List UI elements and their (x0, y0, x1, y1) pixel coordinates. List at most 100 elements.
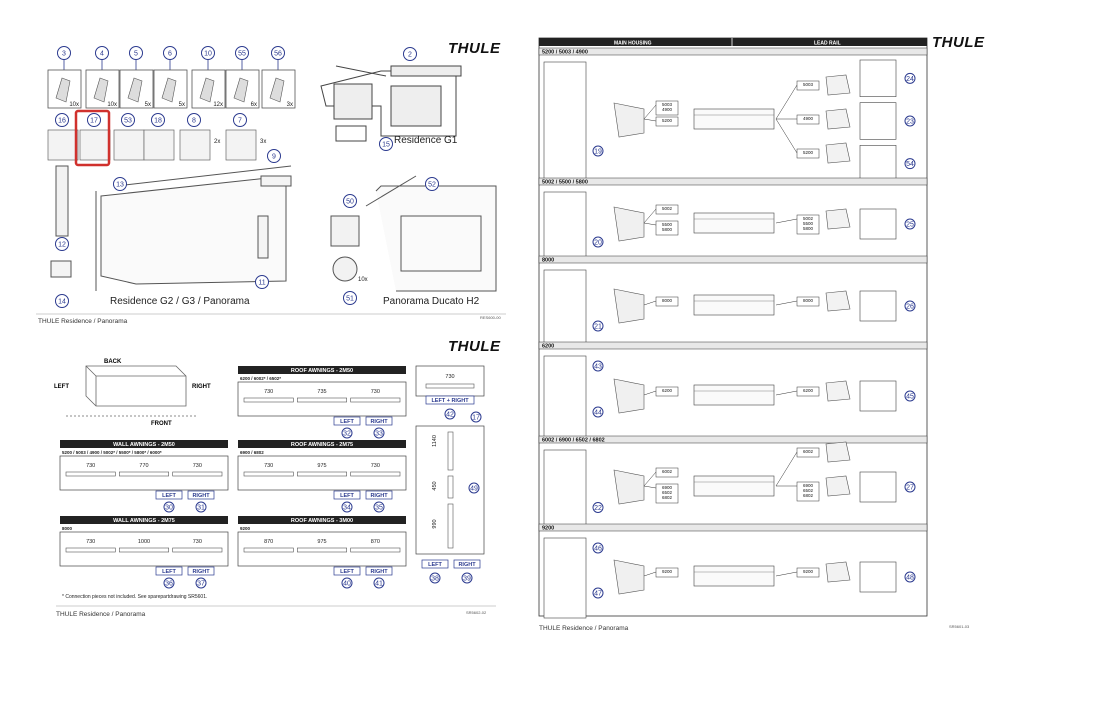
svg-text:53: 53 (124, 118, 132, 125)
left-parts-box (543, 355, 587, 439)
callout-44: 44 (592, 406, 604, 418)
part-image-17 (79, 129, 111, 161)
main-label: 6802 (662, 495, 673, 500)
callout-40: 40 (341, 577, 353, 589)
vertical-dim: 990 (432, 519, 438, 528)
callout-20: 20 (592, 236, 604, 248)
residence-g2-label: Residence G2 / G3 / Panorama (110, 296, 250, 307)
part-qty-10: 12x (213, 102, 223, 108)
awning-segment (243, 397, 294, 403)
residence-g1-drawing (320, 65, 462, 142)
svg-text:35: 35 (375, 505, 383, 512)
left-label: LEFT (162, 493, 176, 499)
part-glyph (55, 77, 71, 103)
part-image-16 (47, 129, 79, 161)
callout-54: 54 (904, 158, 916, 170)
front-label: FRONT (151, 421, 172, 427)
callout-21: 21 (592, 320, 604, 332)
callout-2: 2 (403, 47, 417, 61)
awning-title: WALL AWNINGS - 2M75 (113, 518, 175, 524)
svg-text:41: 41 (375, 581, 383, 588)
svg-text:14: 14 (58, 299, 66, 306)
svg-text:46: 46 (594, 546, 602, 553)
awning-models: 8000 (62, 526, 73, 531)
right-parts-box (859, 471, 897, 503)
svg-text:54: 54 (906, 161, 914, 168)
awning-title: WALL AWNINGS - 2M50 (113, 442, 175, 448)
part-callout-3: 3 (57, 46, 71, 60)
main-label: 6002 (662, 469, 673, 474)
svg-text:3: 3 (62, 51, 66, 58)
doc3-code: SR5601-03 (949, 624, 970, 629)
svg-text:7: 7 (238, 118, 242, 125)
callout-30: 30 (163, 501, 175, 513)
doc3-footer: THULE Residence / Panorama (539, 625, 629, 632)
awning-lengths-panel: BACK FRONT LEFT RIGHT ROOF AWNINGS - 2M5… (36, 336, 506, 626)
callout-23: 23 (904, 115, 916, 127)
doc2-footer: THULE Residence / Panorama (56, 611, 146, 618)
awning-segment (350, 547, 401, 553)
awning-dim: 730 (86, 463, 95, 469)
lead-label: 6802 (803, 493, 814, 498)
callout-14: 14 (55, 294, 69, 308)
left-side-label: LEFT (54, 384, 69, 390)
svg-text:15: 15 (382, 142, 390, 149)
awning-segment (243, 547, 294, 553)
svg-text:10: 10 (204, 51, 212, 58)
right-parts-box (859, 59, 897, 97)
part-callout-17: 17 (87, 113, 101, 127)
svg-text:13: 13 (116, 182, 124, 189)
awning-title: ROOF AWNINGS - 2M50 (291, 368, 353, 374)
main-label: 6200 (662, 388, 673, 393)
callout-47: 47 (592, 587, 604, 599)
right-label: RIGHT (458, 562, 476, 568)
part-qty-5: 5x (145, 102, 151, 108)
right-parts-box (859, 208, 897, 240)
lead-label: 6502 (803, 488, 814, 493)
callout-33: 33 (373, 427, 385, 439)
right-label: RIGHT (370, 419, 388, 425)
right-label: RIGHT (192, 493, 210, 499)
svg-text:49: 49 (470, 486, 478, 493)
part-qty-55: 6x (251, 102, 257, 108)
svg-text:31: 31 (197, 505, 205, 512)
lead-label: 8000 (803, 298, 814, 303)
left-label: LEFT (340, 493, 354, 499)
callout-48: 48 (904, 571, 916, 583)
callout-49: 49 (468, 482, 480, 494)
part-glyph (269, 77, 285, 103)
main-label: 5800 (662, 227, 673, 232)
callout-11: 11 (255, 275, 269, 289)
awning-dim: 730 (264, 463, 273, 469)
left-label: LEFT (340, 419, 354, 425)
svg-text:39: 39 (463, 576, 471, 583)
left-parts-box (543, 449, 587, 527)
awning-dim: 975 (317, 463, 326, 469)
svg-text:36: 36 (165, 581, 173, 588)
svg-text:34: 34 (343, 505, 351, 512)
awning-dim: 730 (193, 539, 202, 545)
awning-dim: 730 (86, 539, 95, 545)
section-1: 5200 / 5003 / 49001950034900520050034900… (538, 47, 928, 183)
part-callout-10: 10 (201, 46, 215, 60)
callout-32: 32 (341, 427, 353, 439)
left-parts-box (543, 61, 587, 181)
part-qty-6: 5x (179, 102, 185, 108)
lead-rail-header: LEAD RAIL (814, 41, 841, 47)
right-parts-box (859, 380, 897, 412)
part-glyph (161, 77, 177, 103)
part-qty-8: 2x (214, 139, 220, 145)
svg-text:16: 16 (58, 118, 66, 125)
main-label: 8000 (662, 298, 673, 303)
callout-17: 17 (470, 411, 482, 423)
awning-segment (297, 547, 347, 553)
awning-dim: 730 (371, 463, 380, 469)
awning-dim: 1000 (138, 539, 150, 545)
thule-logo-2: THULE (448, 338, 501, 355)
left-parts-box (543, 191, 587, 259)
part-image-18 (143, 129, 175, 161)
awning-models: 6900 / 6802 (240, 450, 264, 455)
callout-19: 19 (592, 145, 604, 157)
awning-dim: 770 (139, 463, 148, 469)
